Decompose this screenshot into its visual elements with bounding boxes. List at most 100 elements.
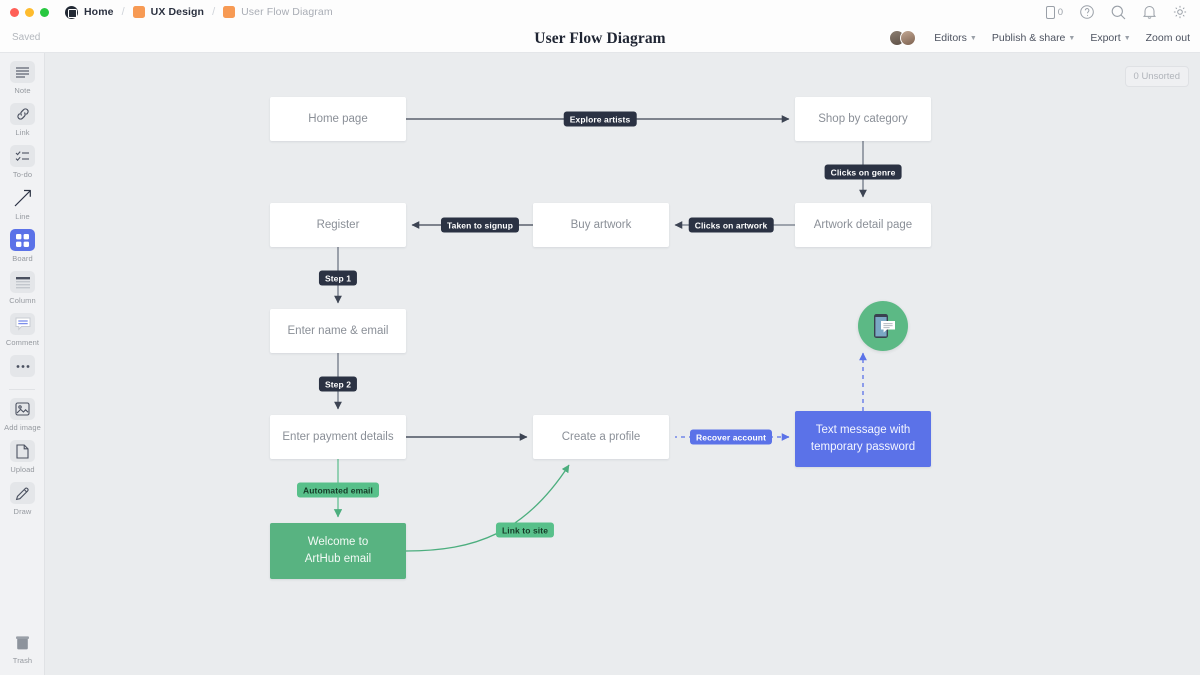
flow-node-text-message[interactable]: Text message with temporary password xyxy=(795,411,931,467)
phone-message-icon xyxy=(874,314,895,338)
editors-menu-button[interactable]: Editors ▼ xyxy=(934,32,977,44)
trash-icon xyxy=(16,635,29,649)
left-toolbar: Note Link To-do Line Board Column Commen… xyxy=(0,53,45,675)
flow-node-shop-by-category[interactable]: Shop by category xyxy=(795,97,931,141)
node-label: Shop by category xyxy=(818,112,908,125)
flow-node-register[interactable]: Register xyxy=(270,203,406,247)
node-label: Text message with temporary password xyxy=(810,424,916,453)
edge-email-to-profile xyxy=(405,464,570,552)
diagram-canvas[interactable]: 0 Unsorted xyxy=(45,53,1200,675)
board-icon xyxy=(16,233,29,247)
flow-node-artwork-detail[interactable]: Artwork detail page xyxy=(795,203,931,247)
zoom-out-button[interactable]: Zoom out xyxy=(1146,32,1190,44)
help-icon[interactable] xyxy=(1080,5,1094,19)
node-label: Enter payment details xyxy=(282,430,394,443)
editor-avatars[interactable] xyxy=(889,30,919,46)
flow-node-enter-name-email[interactable]: Enter name & email xyxy=(270,309,406,353)
toolbar-label: Column xyxy=(9,296,36,305)
edge-label-step-2[interactable]: Step 2 xyxy=(318,376,358,392)
edge-label-clicks-on-artwork[interactable]: Clicks on artwork xyxy=(688,217,774,233)
window-titlebar: Home / UX Design / User Flow Diagram 0 xyxy=(0,0,1200,24)
gear-icon[interactable] xyxy=(1173,5,1187,19)
flow-node-home-page[interactable]: Home page xyxy=(270,97,406,141)
breadcrumb-label: Home xyxy=(84,6,114,18)
toolbar-item-board[interactable]: Board xyxy=(0,229,45,263)
unsorted-badge[interactable]: 0 Unsorted xyxy=(1124,66,1189,87)
maximize-window-button[interactable] xyxy=(40,7,49,17)
edge-label-text: Link to site xyxy=(501,525,549,535)
chevron-down-icon: ▼ xyxy=(1123,34,1131,42)
upload-icon xyxy=(16,443,29,459)
toolbar-label: Upload xyxy=(10,465,35,474)
connector-layer xyxy=(333,115,867,552)
toolbar-item-draw[interactable]: Draw xyxy=(0,482,45,516)
comment-icon xyxy=(15,317,30,331)
sms-avatar-icon xyxy=(858,301,908,351)
home-icon xyxy=(65,5,78,19)
document-header: Saved User Flow Diagram Editors ▼ Publis… xyxy=(0,24,1200,53)
search-icon[interactable] xyxy=(1111,5,1126,20)
breadcrumb-item-user-flow-diagram[interactable]: User Flow Diagram xyxy=(223,6,333,18)
note-icon xyxy=(16,67,29,78)
edge-label-text: Automated email xyxy=(303,485,373,495)
publish-share-button[interactable]: Publish & share ▼ xyxy=(992,32,1075,44)
edge-label-recover-account[interactable]: Recover account xyxy=(690,429,772,445)
image-icon xyxy=(15,402,30,416)
node-label: Home page xyxy=(308,112,368,125)
export-button[interactable]: Export ▼ xyxy=(1090,32,1130,44)
breadcrumb-item-ux-design[interactable]: UX Design xyxy=(132,6,204,18)
folder-square-icon xyxy=(132,6,145,18)
toolbar-item-upload[interactable]: Upload xyxy=(0,440,45,474)
edge-label-text: Step 1 xyxy=(324,273,352,283)
flow-node-create-profile[interactable]: Create a profile xyxy=(533,415,669,459)
toolbar-item-add-image[interactable]: Add image xyxy=(0,398,45,432)
toolbar-label: Link xyxy=(15,128,30,137)
edge-label-text: Taken to signup xyxy=(446,220,514,230)
flow-node-enter-payment[interactable]: Enter payment details xyxy=(270,415,406,459)
breadcrumb-separator: / xyxy=(121,6,125,18)
edge-label-link-to-site[interactable]: Link to site xyxy=(495,522,555,538)
toolbar-item-column[interactable]: Column xyxy=(0,271,45,305)
edge-label-text: Recover account xyxy=(696,432,766,442)
zoom-label: Zoom out xyxy=(1145,32,1190,44)
header-actions: Editors ▼ Publish & share ▼ Export ▼ Zoo… xyxy=(889,30,1190,46)
edge-label-clicks-on-genre[interactable]: Clicks on genre xyxy=(824,164,902,180)
toolbar-divider xyxy=(9,389,35,390)
toolbar-label: Board xyxy=(12,254,33,263)
node-label: Register xyxy=(316,218,360,231)
edge-label-taken-to-signup[interactable]: Taken to signup xyxy=(440,217,520,233)
breadcrumb-item-home[interactable]: Home xyxy=(65,5,114,19)
saved-status: Saved xyxy=(12,32,41,43)
toolbar-item-note[interactable]: Note xyxy=(0,61,45,95)
close-window-button[interactable] xyxy=(10,7,19,17)
breadcrumb: Home / UX Design / User Flow Diagram xyxy=(65,5,333,19)
chevron-down-icon: ▼ xyxy=(969,34,977,42)
traffic-light-controls[interactable] xyxy=(0,7,49,17)
toolbar-item-line[interactable]: Line xyxy=(0,187,45,221)
mobile-preview-button[interactable]: 0 xyxy=(1045,5,1063,19)
bell-icon[interactable] xyxy=(1143,5,1156,19)
column-icon xyxy=(15,276,30,288)
toolbar-item-trash[interactable]: Trash xyxy=(0,631,45,665)
edge-label-step-1[interactable]: Step 1 xyxy=(318,270,358,286)
flow-node-welcome-email[interactable]: Welcome to ArtHub email xyxy=(270,523,406,579)
edge-label-text: Explore artists xyxy=(569,114,631,124)
toolbar-item-todo[interactable]: To-do xyxy=(0,145,45,179)
toolbar-item-more[interactable] xyxy=(0,355,45,380)
editors-label: Editors xyxy=(934,32,967,44)
page-title: User Flow Diagram xyxy=(534,30,666,47)
edge-label-explore-artists[interactable]: Explore artists xyxy=(563,111,637,127)
toolbar-item-link[interactable]: Link xyxy=(0,103,45,137)
titlebar-actions: 0 xyxy=(1045,5,1200,20)
device-count: 0 xyxy=(1057,6,1063,18)
toolbar-item-comment[interactable]: Comment xyxy=(0,313,45,347)
toolbar-label: Draw xyxy=(13,507,32,516)
toolbar-label: Note xyxy=(14,86,31,95)
breadcrumb-label: User Flow Diagram xyxy=(241,6,333,18)
edge-label-text: Step 2 xyxy=(324,379,352,389)
edge-label-automated-email[interactable]: Automated email xyxy=(297,482,379,498)
node-label: Artwork detail page xyxy=(813,218,913,231)
minimize-window-button[interactable] xyxy=(25,7,34,17)
mobile-icon xyxy=(1045,5,1055,19)
flow-node-buy-artwork[interactable]: Buy artwork xyxy=(533,203,669,247)
